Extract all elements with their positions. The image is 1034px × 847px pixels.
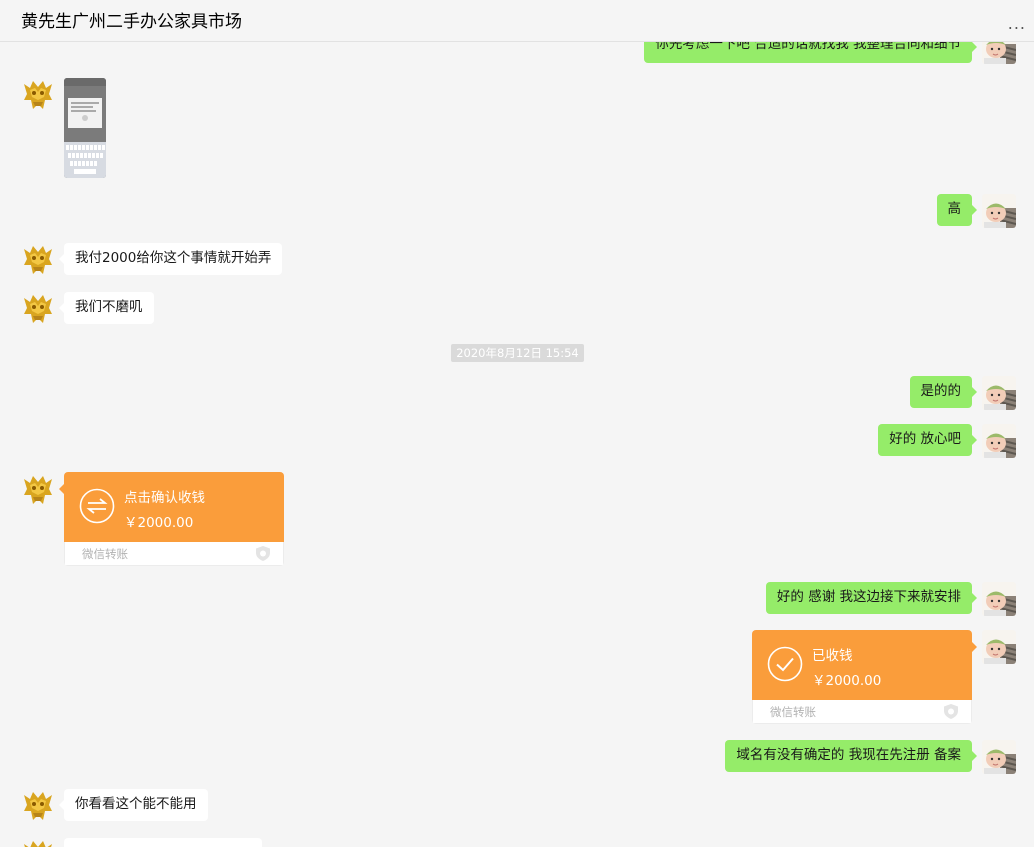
contact-avatar[interactable]: [21, 243, 55, 277]
check-circle-icon: [767, 646, 803, 682]
message-text: 你看看这个能不能用: [75, 796, 197, 812]
shield-icon: [944, 704, 958, 719]
message-bubble-incoming[interactable]: [64, 838, 262, 847]
self-avatar[interactable]: [982, 582, 1016, 616]
transfer-amount: ￥2000.00: [124, 515, 194, 531]
transfer-footer-label: 微信转账: [770, 705, 816, 719]
more-options-icon[interactable]: ...: [1007, 14, 1026, 33]
contact-avatar[interactable]: [21, 292, 55, 326]
timestamp-divider: 2020年8月12日 15:54: [451, 344, 584, 362]
message-bubble-outgoing[interactable]: 高: [936, 194, 977, 226]
chat-title: 黄先生广州二手办公家具市场: [21, 12, 242, 32]
shield-icon: [256, 546, 270, 561]
message-bubble-incoming[interactable]: 我付2000给你这个事情就开始弄: [58, 243, 283, 275]
message-bubble-outgoing[interactable]: 好的 放心吧: [878, 424, 977, 456]
image-message-thumbnail[interactable]: [64, 78, 106, 178]
self-avatar[interactable]: [982, 194, 1016, 228]
message-text: 高: [947, 201, 962, 217]
self-avatar[interactable]: [982, 376, 1016, 410]
transfer-amount: ￥2000.00: [812, 673, 882, 689]
chat-header: 黄先生广州二手办公家具市场 ...: [0, 0, 1034, 42]
message-text: 域名有没有确定的 我现在先注册 备案: [736, 747, 961, 763]
self-avatar[interactable]: [982, 740, 1016, 774]
self-avatar[interactable]: [982, 424, 1016, 458]
message-text: 好的 放心吧: [889, 431, 961, 447]
transfer-message-outgoing[interactable]: 已收钱 ￥2000.00 微信转账: [752, 630, 977, 724]
transfer-footer-label: 微信转账: [82, 547, 128, 561]
contact-avatar[interactable]: [21, 789, 55, 823]
message-text: 好的 感谢 我这边接下来就安排: [776, 589, 961, 605]
message-text: 我们不磨叽: [75, 299, 143, 315]
phone-screenshot-icon: [64, 78, 106, 178]
message-bubble-outgoing[interactable]: 域名有没有确定的 我现在先注册 备案: [725, 740, 977, 772]
contact-avatar[interactable]: [21, 838, 55, 847]
contact-avatar[interactable]: [21, 78, 55, 112]
message-text: 是的的: [920, 383, 962, 399]
message-text: 我付2000给你这个事情就开始弄: [75, 250, 272, 266]
contact-avatar[interactable]: [21, 473, 55, 507]
message-bubble-outgoing[interactable]: 是的的: [909, 376, 977, 408]
transfer-arrows-icon: [79, 488, 115, 524]
message-bubble-incoming[interactable]: 你看看这个能不能用: [59, 789, 208, 821]
transfer-title: 点击确认收钱: [124, 490, 205, 506]
self-avatar[interactable]: [982, 630, 1016, 664]
transfer-title: 已收钱: [812, 648, 853, 664]
transfer-message-incoming[interactable]: 点击确认收钱 ￥2000.00 微信转账: [59, 472, 284, 566]
message-bubble-incoming[interactable]: 我们不磨叽: [59, 292, 154, 324]
message-bubble-outgoing[interactable]: 好的 感谢 我这边接下来就安排: [765, 582, 978, 614]
